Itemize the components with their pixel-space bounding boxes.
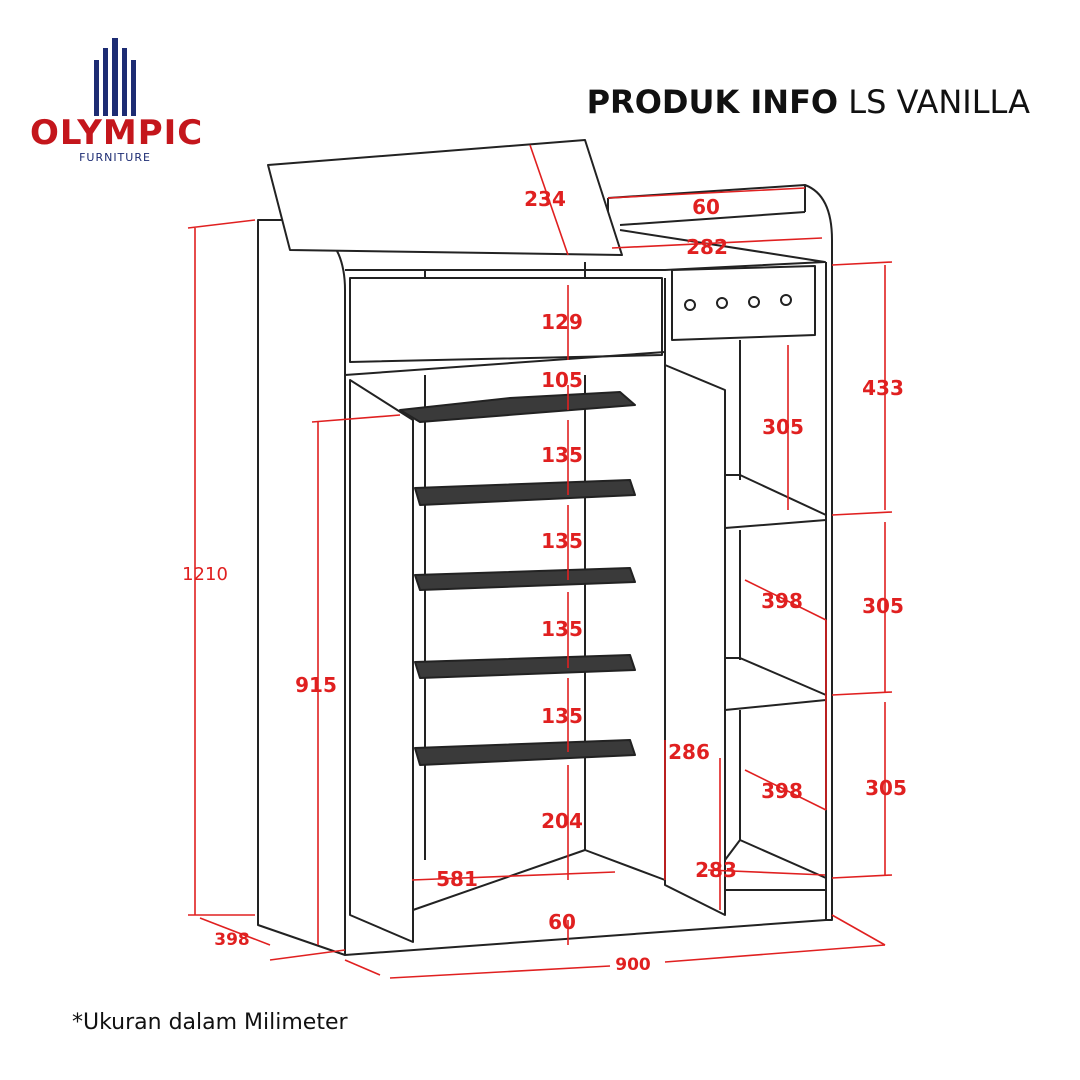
label-right-door-width: 286 [668,740,710,764]
label-door-height: 915 [295,673,337,697]
rack-5 [414,739,636,766]
label-top-right-width: 282 [686,235,728,259]
hooks [684,294,792,311]
width-line-right [831,914,886,946]
width-line-left [344,959,381,976]
label-depth: 398 [214,930,250,950]
hook-3 [748,296,760,308]
depth-line-left [199,917,271,946]
label-right-top-inner: 305 [762,415,804,439]
cabinet-drawing [257,139,833,956]
label-right-bottom-height: 305 [865,776,907,800]
door-height-tick-top [311,414,401,423]
label-overall-height: 1210 [182,564,228,585]
base-floor [412,849,666,911]
right-shelf-bottom [724,839,827,891]
hook-2 [716,297,728,309]
right-door [664,364,726,916]
right-column-outline [607,184,833,921]
rack-3 [414,567,636,591]
right-depth-line-2 [744,769,827,811]
width-line-b [664,944,886,963]
hook-rail [671,265,816,341]
page-title: PRODUK INFO LS VANILLA [587,86,1030,118]
label-rack-gap-1: 135 [541,443,583,467]
right-width-line [611,237,823,249]
dimension-labels: 1210 398 900 915 234 60 282 129 105 135 … [182,187,907,975]
top-surface [345,229,826,271]
units-note: *Ukuran dalam Milimeter [72,1010,348,1035]
right-bottom-tick [831,874,893,879]
hook-1 [684,299,696,311]
brand-name: OLYMPIC [30,113,204,153]
depth-line-bottom [269,949,346,961]
lid-depth-line [529,144,569,256]
left-side-panel [257,219,346,956]
label-right-depth-2: 398 [761,779,803,803]
hook-4 [780,294,792,306]
label-rack-gap-2: 135 [541,529,583,553]
label-right-mid-height: 305 [862,594,904,618]
rack-2 [414,479,636,506]
label-base-height: 60 [548,910,576,934]
left-door [349,379,414,943]
label-rack-gap-4: 135 [541,704,583,728]
label-right-top-height: 433 [862,376,904,400]
right-mid-tick [831,691,893,696]
right-bottom-width-line [707,869,826,876]
brand-subtitle: FURNITURE [79,151,151,164]
label-rack-bottom: 204 [541,809,583,833]
title-label: PRODUK INFO [586,83,839,121]
label-width: 900 [615,955,651,975]
overall-height-tick-top [187,219,256,229]
rack-4 [414,654,636,679]
right-top-tick-bottom [831,511,893,516]
label-drawer-height: 129 [541,310,583,334]
label-top-gap: 105 [541,368,583,392]
top-drawer [349,277,663,363]
rack-1 [399,391,636,423]
open-lid [267,139,623,256]
logo-bars-icon [94,38,136,116]
title-model: LS VANILLA [848,83,1030,121]
label-lid-depth: 234 [524,187,566,211]
brand-logo: OLYMPIC FURNITURE [30,30,204,170]
drawer-bottom-rail [344,351,666,376]
label-inner-width: 581 [436,867,478,891]
right-shelf-2 [724,657,827,711]
inner-width-line [411,871,616,881]
label-rack-gap-3: 135 [541,617,583,641]
shoe-racks [399,391,636,766]
width-line-a [389,965,611,979]
dimension-lines [187,144,893,979]
right-depth-line-1 [744,579,827,621]
rail-line [607,187,806,199]
label-right-depth-1: 398 [761,589,803,613]
label-right-bottom-width: 283 [695,858,737,882]
base-front-edge [344,919,827,956]
right-shelf-1 [724,474,827,529]
right-top-tick-top [831,261,893,266]
right-top-inner-rail [619,211,806,226]
label-top-rail: 60 [692,195,720,219]
